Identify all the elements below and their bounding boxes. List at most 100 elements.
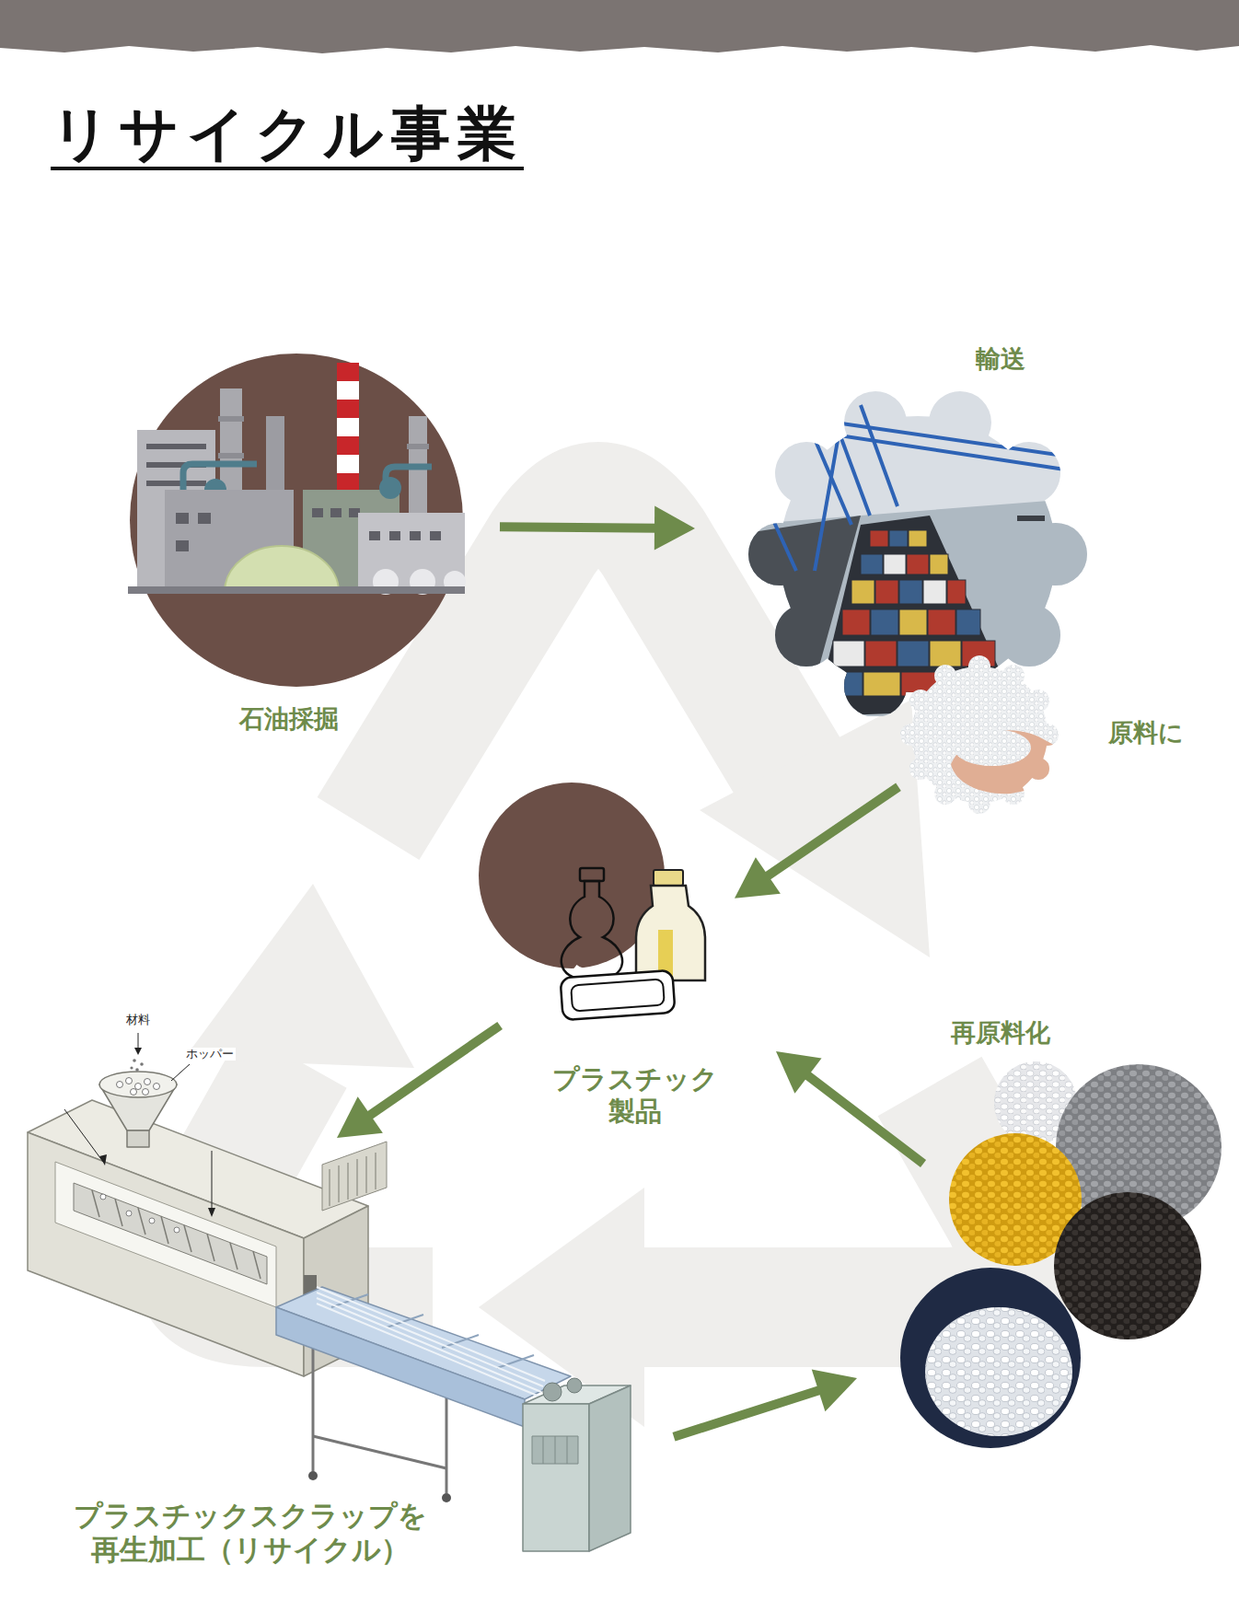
extruder-machine — [99, 1071, 177, 1098]
extruder-machine — [73, 1182, 267, 1285]
arrow-shaft — [764, 787, 899, 879]
factory-illustration — [336, 362, 359, 382]
extruder-machine — [115, 1198, 123, 1227]
extruder-machine — [322, 1141, 387, 1211]
extruder-machine — [589, 1385, 631, 1552]
container-ship-photo — [908, 530, 927, 547]
factory-illustration — [312, 508, 324, 518]
container-ship-photo — [875, 579, 899, 604]
container-ship-photo — [956, 609, 981, 636]
container-ship-photo — [833, 640, 865, 667]
container-ship-photo — [947, 579, 966, 604]
factory-illustration — [336, 417, 359, 437]
container-ship-photo — [777, 414, 1096, 461]
recycled-pellets-photo — [900, 1267, 1081, 1448]
extruder-machine — [173, 1227, 180, 1233]
factory-illustration — [389, 531, 401, 541]
extruder-machine — [356, 1158, 358, 1196]
extruder-machine — [100, 1193, 180, 1233]
recycled-pellets-photo — [925, 1307, 1073, 1436]
factory-illustration — [336, 436, 359, 455]
extruder-machine — [126, 1077, 133, 1085]
raw-material-node: 原料に — [900, 655, 1059, 814]
flow-arrow — [734, 787, 899, 899]
arrow-head — [734, 856, 781, 899]
container-ship-photo — [741, 497, 1096, 717]
recycling-process-node: プラスチックスクラップを 再生加工（リサイクル） — [20, 1007, 636, 1565]
container-ship-photo — [923, 579, 947, 604]
factory-illustration — [409, 568, 436, 595]
node-label: プラスチックスクラップを 再生加工（リサイクル） — [47, 1498, 453, 1567]
pellets-in-hand-photo — [900, 655, 1059, 814]
recycled-pellets-photo — [897, 1058, 1225, 1455]
page-title: リサイクル事業 — [50, 103, 524, 171]
container-ship-photo — [976, 671, 1010, 696]
factory-illustration — [372, 568, 466, 595]
arrow-shaft — [673, 1389, 823, 1437]
container-ship-photo — [750, 469, 797, 571]
extruder-machine — [211, 1150, 213, 1214]
plastic-products-icon — [636, 885, 706, 981]
container-ship-photo — [889, 530, 908, 547]
factory-illustration — [204, 478, 227, 501]
oil-extraction-node: 石油採掘 — [127, 351, 465, 689]
factory-illustration — [429, 531, 441, 541]
extruder-machine — [132, 1058, 137, 1063]
plastic-products-icon — [575, 961, 613, 972]
extruder-machine — [208, 1207, 216, 1217]
container-ship-photo — [796, 395, 852, 525]
extruder-machine — [207, 1233, 215, 1262]
container-ship-photo — [865, 640, 897, 667]
extruder-machine — [316, 1303, 540, 1397]
factory-illustration — [409, 531, 421, 541]
factory-illustration — [372, 568, 399, 595]
factory-illustration — [385, 466, 432, 490]
extruder-machine — [149, 1217, 155, 1224]
container-ship-photo — [938, 671, 976, 696]
factory-illustration — [146, 480, 207, 487]
factory-illustration — [336, 491, 359, 510]
extruder-machine — [316, 1286, 545, 1397]
container-ship-photo — [823, 391, 870, 516]
plastic-products-icon — [560, 970, 676, 1020]
container-ship-photo — [860, 405, 898, 507]
extruder-machine — [329, 1152, 376, 1206]
extruder-machine — [374, 1152, 376, 1190]
factory-illustration — [175, 512, 189, 524]
extruder-machine — [532, 1435, 579, 1464]
container-ship-photo — [842, 609, 870, 636]
extruder-machine — [138, 1032, 139, 1050]
factory-illustration — [330, 508, 342, 518]
extruder-machine — [92, 1190, 100, 1217]
part-name: ホッパー — [184, 1047, 236, 1061]
extruder-machine — [365, 1156, 367, 1193]
extruder-machine — [543, 1435, 568, 1464]
container-ship-photo — [961, 640, 996, 667]
container-ship-photo — [869, 530, 889, 547]
plastic-products-icon — [579, 868, 604, 881]
extruder-machine — [153, 1083, 161, 1090]
extruder-machine — [142, 1088, 150, 1096]
extruder-machine — [171, 1064, 190, 1081]
extruder-machine — [184, 1225, 192, 1252]
recycle-watermark — [699, 699, 930, 958]
recycle-watermark — [368, 501, 792, 829]
extruder-machine — [144, 1078, 151, 1086]
extruder-machine — [312, 1339, 315, 1471]
factory-illustration — [406, 443, 429, 450]
extruder-machine — [55, 1161, 277, 1308]
factory-illustration — [146, 443, 207, 450]
container-ship-photo — [929, 554, 949, 575]
container-ship-photo — [899, 579, 923, 604]
extruder-machine — [276, 1307, 525, 1427]
pellets-in-hand-photo — [900, 655, 1059, 814]
extruder-machine — [135, 1083, 142, 1090]
extruder-machine — [328, 1169, 330, 1206]
factory-illustration — [443, 570, 466, 593]
plastic-products-icon — [561, 880, 623, 981]
extruder-machine — [129, 1065, 133, 1069]
